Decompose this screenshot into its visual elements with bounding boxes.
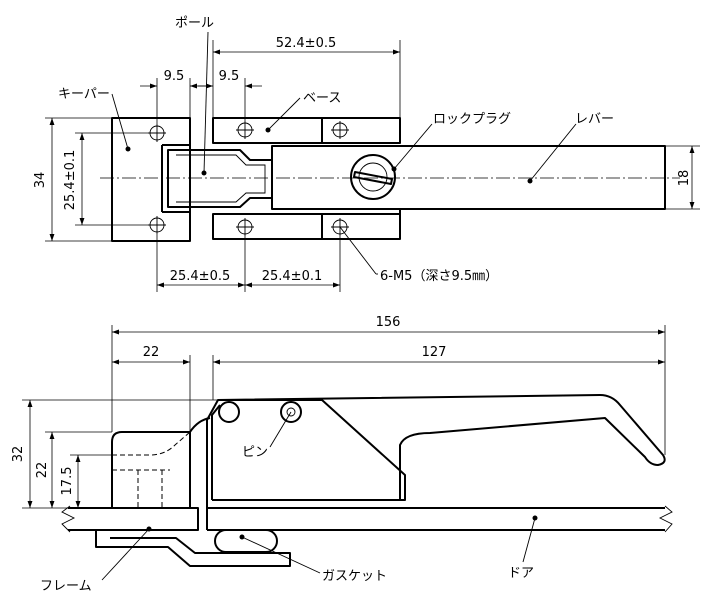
dim-keeper-height: 34 xyxy=(33,172,48,189)
label-base: ベース xyxy=(303,91,341,106)
dim-overall-length: 156 xyxy=(376,315,401,330)
label-door: ドア xyxy=(508,566,534,581)
dim-keeper-hole-gap: 9.5 xyxy=(164,69,185,84)
keeper-side xyxy=(111,431,191,508)
lock-plug xyxy=(350,154,397,200)
label-lock-plug: ロックプラグ xyxy=(433,112,511,127)
label-pole: ポール xyxy=(175,16,214,31)
dim-lever-width: 18 xyxy=(677,170,692,187)
dim-keeper-to-base: 25.4±0.5 xyxy=(170,269,231,284)
dim-keeper-width: 22 xyxy=(143,345,160,360)
label-frame: フレーム xyxy=(40,579,92,594)
side-view: 156 22 127 32 22 17.5 ピン ガスケット フレーム ドア xyxy=(11,315,673,594)
label-gasket: ガスケット xyxy=(322,569,387,584)
lever-plan xyxy=(271,145,666,214)
label-screw-spec: 6-M5（深さ9.5㎜） xyxy=(380,269,498,284)
label-keeper: キーパー xyxy=(58,87,110,102)
base-lever-side xyxy=(189,394,666,508)
plan-view: 52.4±0.5 9.5 9.5 34 25.4±0.1 18 25.4±0.5… xyxy=(33,16,700,292)
dim-keeper-hole-pitch: 25.4±0.1 xyxy=(63,150,78,211)
door-side xyxy=(206,505,673,533)
frame-side xyxy=(61,505,291,567)
dim-base-to-lever-end: 127 xyxy=(422,345,447,360)
label-pin: ピン xyxy=(242,445,268,460)
dim-base-hole-gap: 9.5 xyxy=(219,69,240,84)
pole-plan xyxy=(167,149,273,208)
dim-overall-height: 32 xyxy=(11,446,26,463)
label-lever: レバー xyxy=(575,112,614,127)
keeper-plan xyxy=(111,117,191,242)
dim-base-hole-pitch: 25.4±0.1 xyxy=(262,269,323,284)
dim-keeper-lower: 17.5 xyxy=(60,467,75,496)
dim-52-4: 52.4±0.5 xyxy=(276,36,337,51)
base-plan xyxy=(212,117,401,240)
dim-keeper-height-side: 22 xyxy=(35,462,50,479)
